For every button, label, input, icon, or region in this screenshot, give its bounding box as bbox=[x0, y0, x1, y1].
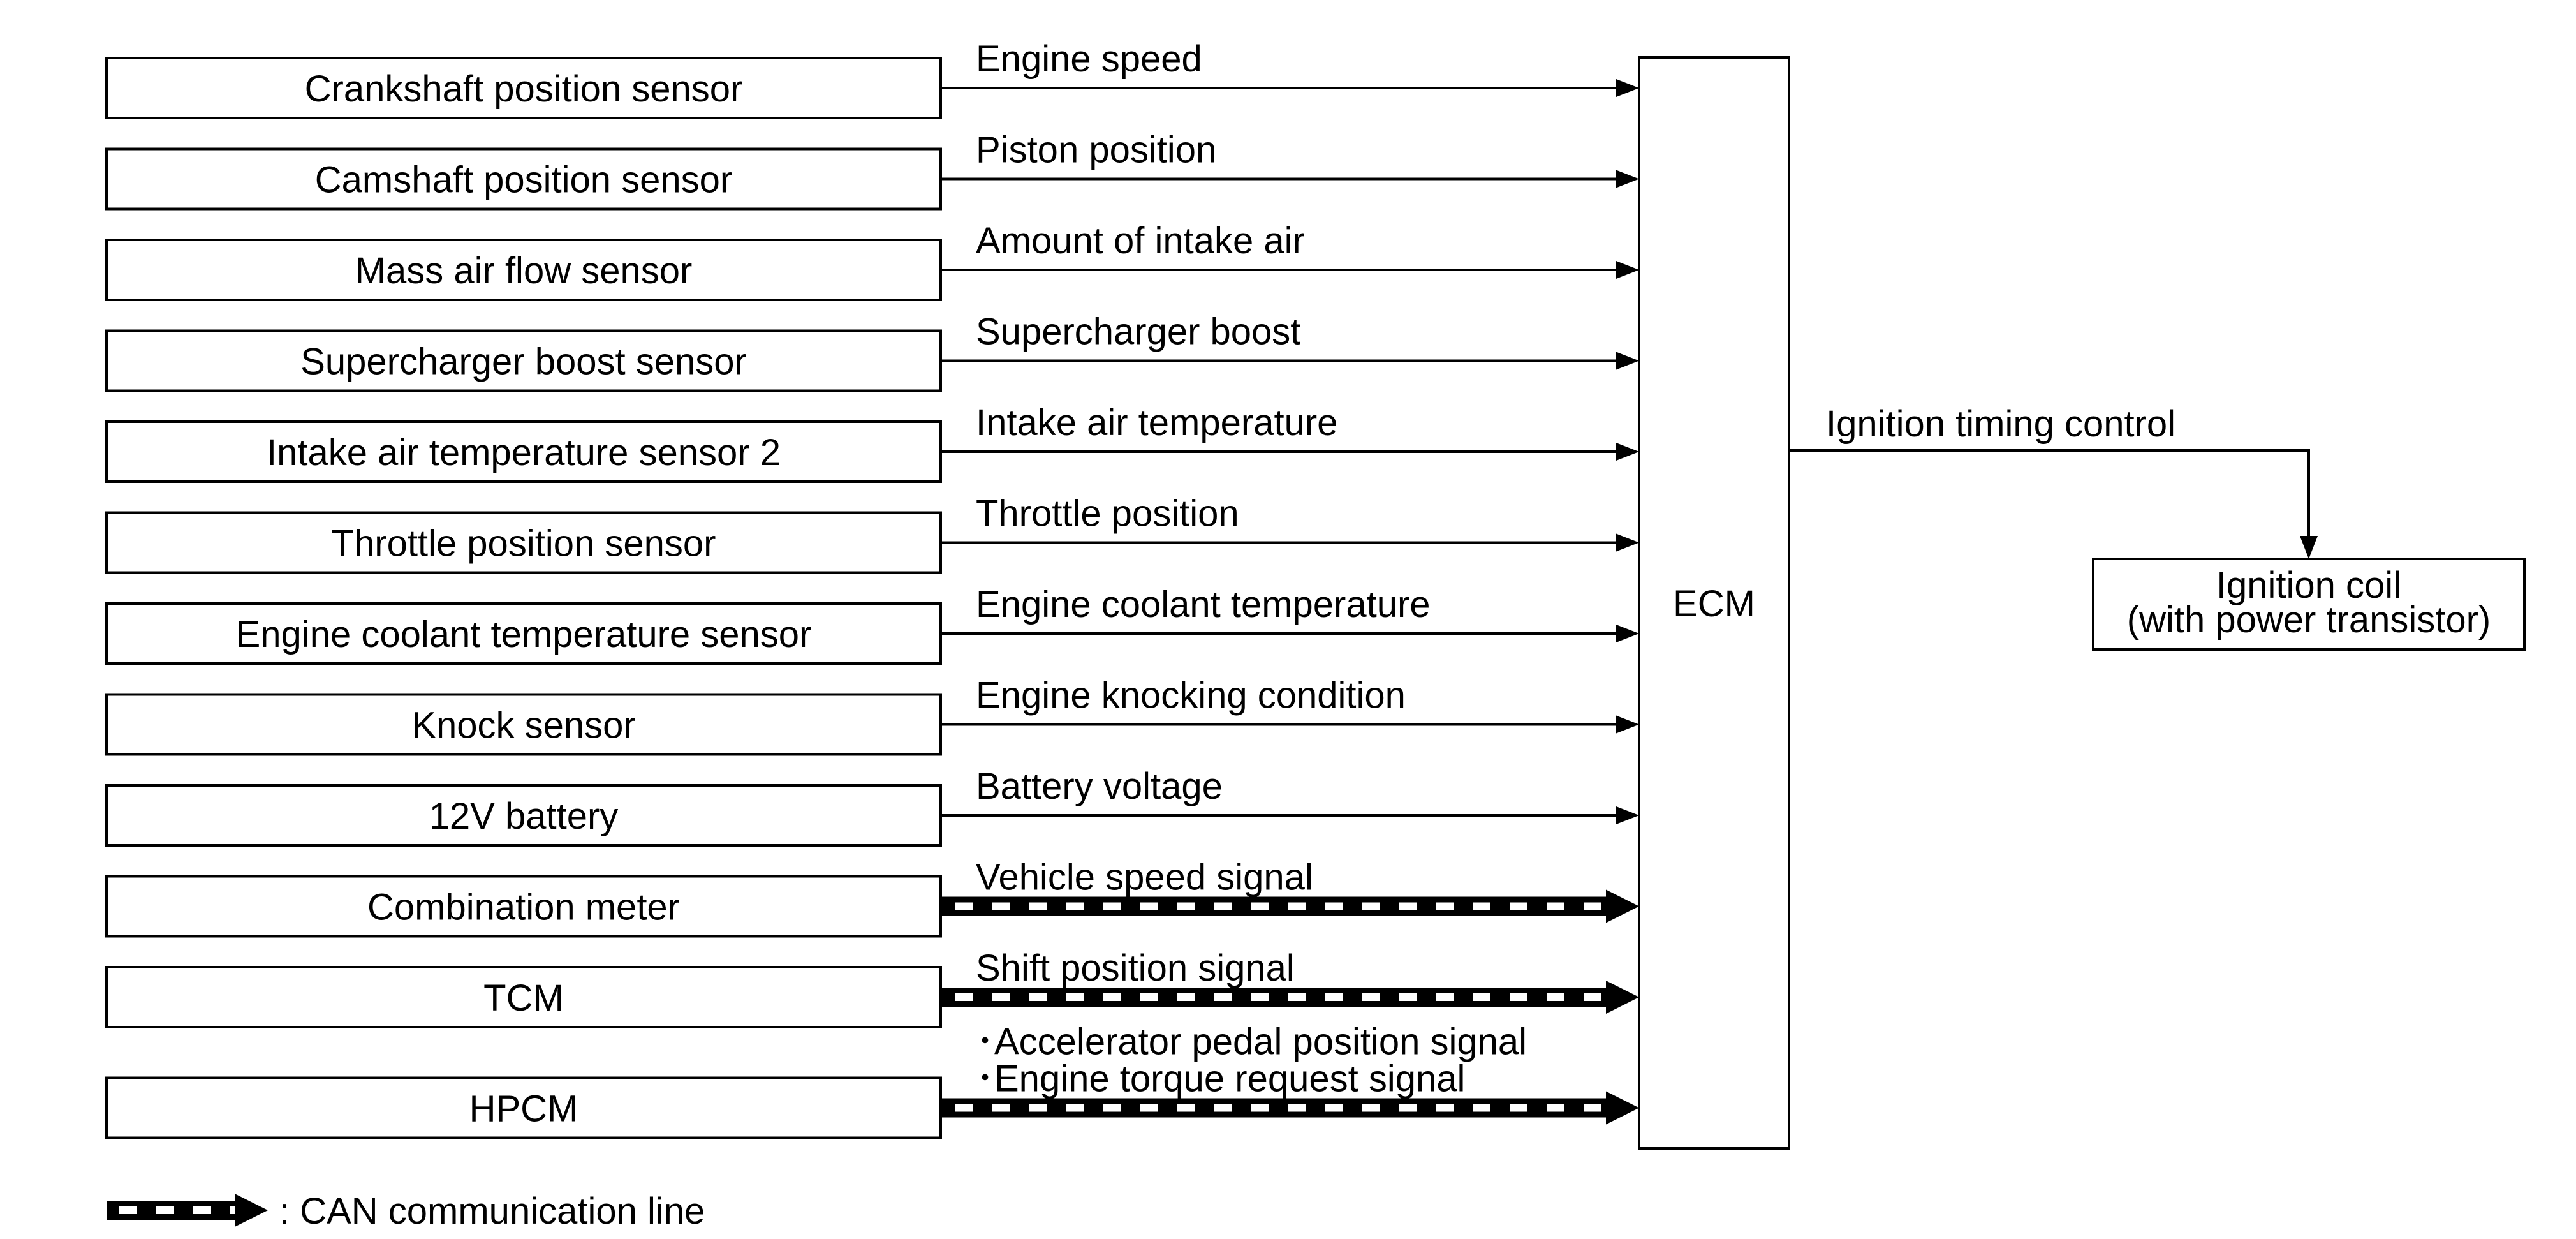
sensor-label: Supercharger boost sensor bbox=[300, 341, 747, 382]
ecm-box bbox=[1638, 56, 1790, 1150]
signal-arrowhead bbox=[1616, 261, 1639, 279]
ignition-coil-label: (with power transistor) bbox=[2127, 599, 2491, 641]
sensor-label: Crankshaft position sensor bbox=[305, 68, 743, 110]
sensor-box bbox=[105, 420, 942, 483]
signal-label: Shift position signal bbox=[976, 947, 1295, 989]
signal-label: Engine knocking condition bbox=[976, 675, 1406, 716]
sensor-box bbox=[105, 511, 942, 574]
signal-arrowhead bbox=[1616, 79, 1639, 97]
signal-arrowhead bbox=[1616, 625, 1639, 642]
sensor-label: 12V battery bbox=[429, 796, 619, 837]
signal-lines bbox=[107, 79, 2318, 1227]
output-arrowhead bbox=[2300, 536, 2318, 559]
component-boxes bbox=[105, 56, 2526, 1150]
sensor-label: Camshaft position sensor bbox=[315, 159, 732, 200]
sensor-label: Knock sensor bbox=[411, 704, 635, 746]
ecm-label: ECM bbox=[1673, 583, 1755, 625]
signal-arrowhead bbox=[1616, 533, 1639, 552]
signal-label: Supercharger boost bbox=[976, 311, 1300, 353]
signal-arrowhead bbox=[1616, 443, 1639, 461]
can-arrowhead bbox=[1606, 981, 1639, 1014]
sensor-box bbox=[105, 966, 942, 1028]
sensor-box bbox=[105, 784, 942, 847]
signal-arrowhead bbox=[1616, 170, 1639, 188]
can-arrowhead bbox=[1606, 1091, 1639, 1125]
sensor-label: Engine coolant temperature sensor bbox=[236, 614, 812, 655]
output-line bbox=[1789, 449, 2310, 537]
sensor-box bbox=[105, 1076, 942, 1139]
sensor-label: TCM bbox=[483, 977, 564, 1019]
legend-label: : CAN communication line bbox=[279, 1191, 705, 1232]
sensor-box bbox=[105, 57, 942, 119]
sensor-label: Intake air temperature sensor 2 bbox=[267, 432, 781, 473]
output-signal-label: Ignition timing control bbox=[1826, 403, 2175, 445]
labels: ECM Crankshaft position sensor Engine spee… bbox=[236, 38, 2491, 1232]
signal-label: Piston position bbox=[976, 130, 1216, 171]
signal-label: Engine speed bbox=[976, 38, 1202, 80]
signal-label: Intake air temperature bbox=[976, 402, 1337, 443]
sensor-box bbox=[105, 239, 942, 301]
sensor-box bbox=[105, 329, 942, 392]
sensor-label: HPCM bbox=[469, 1088, 578, 1129]
sensor-label: Combination meter bbox=[367, 886, 680, 928]
ignition-coil-label: Ignition coil bbox=[2216, 565, 2401, 606]
ignition-coil-box bbox=[2092, 558, 2526, 651]
sensor-label: Throttle position sensor bbox=[332, 523, 716, 564]
sensor-label: Mass air flow sensor bbox=[355, 250, 693, 292]
signal-label: Battery voltage bbox=[976, 766, 1223, 807]
signal-label: ･Engine torque request signal bbox=[976, 1058, 1465, 1100]
legend-arrowhead bbox=[235, 1194, 268, 1227]
can-arrowhead bbox=[1606, 889, 1639, 923]
sensor-box bbox=[105, 875, 942, 938]
signal-label: Engine coolant temperature bbox=[976, 584, 1431, 625]
signal-label: ･Accelerator pedal position signal bbox=[976, 1021, 1527, 1063]
sensor-box bbox=[105, 147, 942, 211]
signal-arrowhead bbox=[1616, 352, 1639, 370]
signal-arrowhead bbox=[1616, 715, 1639, 734]
signal-label: Throttle position bbox=[976, 493, 1239, 535]
signal-arrowhead bbox=[1616, 806, 1639, 824]
sensor-box bbox=[105, 693, 942, 756]
signal-label: Amount of intake air bbox=[976, 220, 1305, 262]
sensor-box bbox=[105, 602, 942, 665]
signal-label: Vehicle speed signal bbox=[976, 857, 1313, 898]
